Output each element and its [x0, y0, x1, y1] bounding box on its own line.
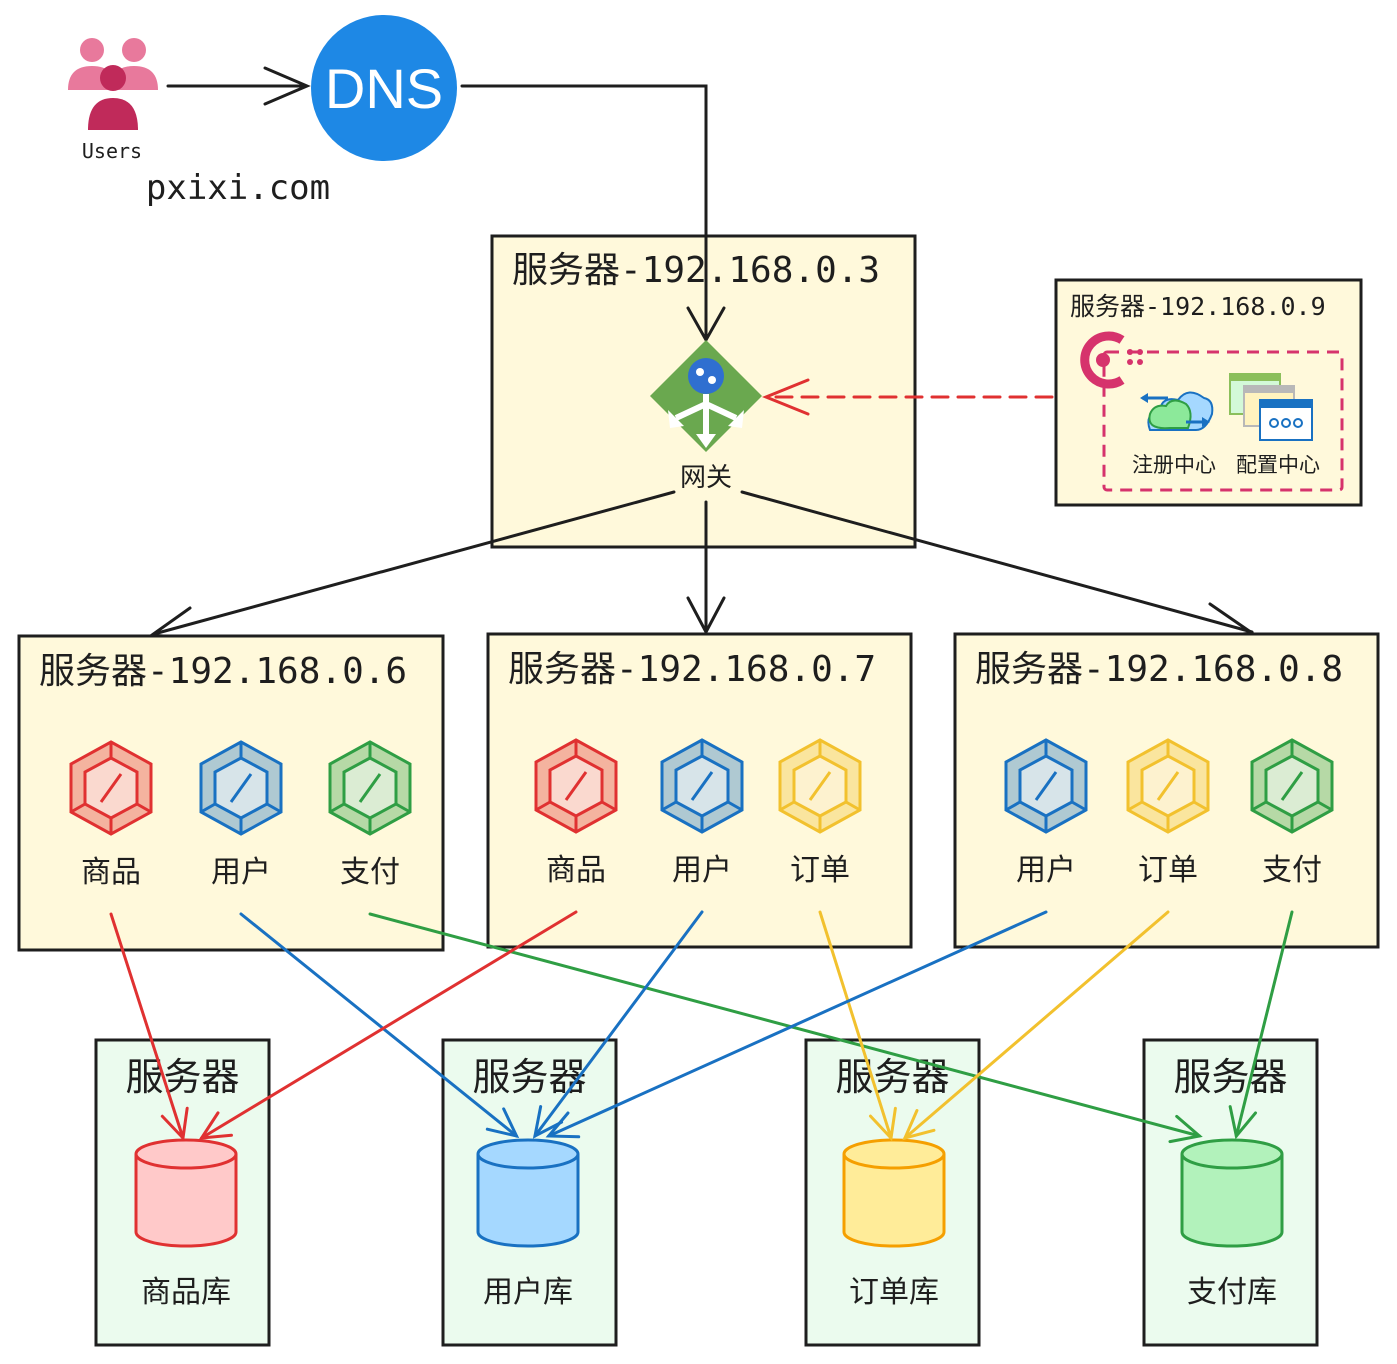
- app-server-title: 服务器-192.168.0.8: [975, 649, 1343, 690]
- service-label: 商品: [546, 853, 606, 888]
- config-center-label: 配置中心: [1236, 453, 1320, 477]
- service-label: 支付: [340, 855, 400, 890]
- registry-server-title: 服务器-192.168.0.9: [1070, 292, 1326, 321]
- service-user-icon: [199, 740, 283, 836]
- database-product-icon: [136, 1140, 236, 1246]
- arrow-user-to-db: [239, 912, 520, 1139]
- database-pay-icon: [1182, 1140, 1282, 1246]
- service-user-icon: [660, 738, 744, 834]
- dns-label: DNS: [325, 57, 443, 120]
- registry-center-label: 注册中心: [1132, 453, 1216, 477]
- gateway-label: 网关: [680, 463, 732, 493]
- service-product-icon: [534, 738, 618, 834]
- database-order-icon: [844, 1140, 944, 1246]
- db-server-title: 服务器: [835, 1055, 949, 1099]
- db-label: 商品库: [141, 1275, 231, 1310]
- arrow-user-to-db: [545, 910, 1048, 1139]
- service-label: 订单: [790, 853, 850, 888]
- service-label: 用户: [1016, 853, 1076, 888]
- app-server-2: 服务器-192.168.0.7 商品 用户 订单: [486, 632, 913, 949]
- arrow-order-to-db: [902, 910, 1170, 1141]
- db-server-title: 服务器: [472, 1055, 586, 1099]
- service-product-icon: [69, 740, 153, 836]
- service-order-icon: [778, 738, 862, 834]
- arrow-order-to-db: [818, 910, 897, 1142]
- arrow-user-to-db: [532, 910, 704, 1139]
- domain-label: pxixi.com: [146, 168, 330, 208]
- arrow-pay-to-db: [1228, 910, 1294, 1140]
- arrow-pay-to-db: [368, 912, 1203, 1144]
- service-label: 支付: [1262, 853, 1322, 888]
- service-order-icon: [1126, 738, 1210, 834]
- service-pay-icon: [1250, 738, 1334, 834]
- app-server-title: 服务器-192.168.0.6: [39, 651, 407, 692]
- db-label: 支付库: [1187, 1275, 1277, 1310]
- db-label: 用户库: [483, 1275, 573, 1310]
- users-to-dns-arrow: [166, 66, 311, 106]
- config-center-icon: [1229, 373, 1313, 441]
- database-user-icon: [478, 1140, 578, 1246]
- app-server-1: 服务器-192.168.0.6 商品 用户 支付: [17, 634, 445, 952]
- db-label: 订单库: [849, 1275, 939, 1310]
- service-label: 商品: [81, 855, 141, 890]
- users-icon: [68, 38, 158, 130]
- registry-center-icon: [1140, 391, 1214, 431]
- service-user-icon: [1004, 738, 1088, 834]
- gateway-server-title: 服务器-192.168.0.3: [512, 250, 880, 291]
- arrow-product-to-db: [198, 910, 578, 1140]
- registry-server-box: [1054, 278, 1363, 507]
- users-label: Users: [82, 139, 142, 163]
- dns-icon: [311, 15, 457, 161]
- arrow-product-to-db: [109, 912, 189, 1142]
- service-label: 用户: [211, 855, 271, 890]
- app-server-title: 服务器-192.168.0.7: [508, 649, 876, 690]
- db-server-title: 服务器: [125, 1055, 239, 1099]
- registry-to-gateway-arrow: [762, 378, 1054, 416]
- service-pay-icon: [328, 740, 412, 836]
- service-label: 订单: [1138, 853, 1198, 888]
- gateway-icon: [650, 340, 762, 452]
- db-server-title: 服务器: [1173, 1055, 1287, 1099]
- registry-group-border: [1102, 350, 1344, 492]
- app-server-3: 服务器-192.168.0.8 用户 订单 支付: [953, 632, 1380, 949]
- service-label: 用户: [672, 853, 732, 888]
